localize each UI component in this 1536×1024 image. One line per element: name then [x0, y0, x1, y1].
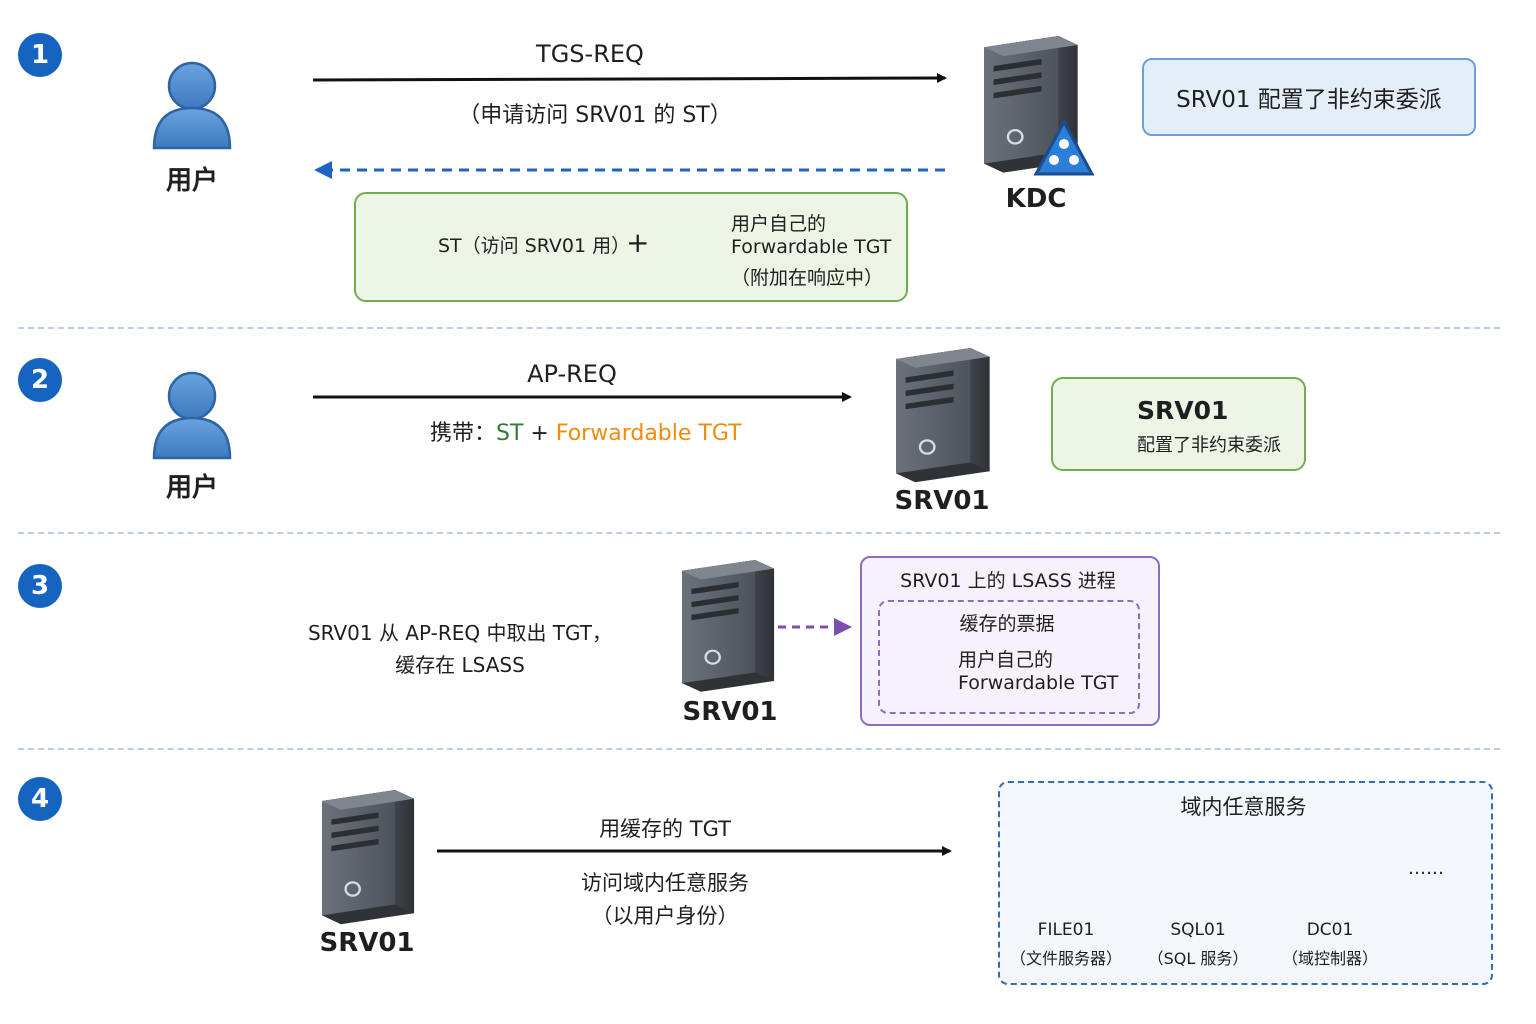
tgt-label-line3: （附加在响应中） [731, 267, 884, 289]
tgt-label-line2: Forwardable TGT [731, 236, 892, 258]
tgs-req-sub: （申请访问 SRV01 的 ST） [458, 103, 732, 128]
step-badge-2: 2 [18, 358, 62, 402]
step-badge-3: 3 [18, 564, 62, 608]
srv01-note-box [1051, 377, 1306, 471]
tgs-rep-content-box [354, 192, 908, 302]
user-label: 用户 [165, 166, 218, 196]
triangle-network-icon [1033, 118, 1095, 176]
service-desc: （文件服务器） [1009, 949, 1122, 968]
domain-services-title: 域内任意服务 [1180, 795, 1307, 819]
step3-desc-line2: 缓存在 LSASS [395, 653, 525, 677]
carry-prefix: 携带： [430, 421, 497, 446]
service-name: DC01 [1306, 920, 1354, 940]
domain-services-box [998, 781, 1493, 985]
divider [18, 327, 1500, 329]
step-badge-4: 4 [18, 777, 62, 821]
divider [18, 532, 1500, 534]
tgs-req-label: TGS-REQ [536, 40, 644, 68]
user-icon [152, 61, 232, 150]
srv01-label: SRV01 [682, 697, 778, 727]
lsass-title: SRV01 上的 LSASS 进程 [900, 570, 1116, 592]
cache-tgt-line2: Forwardable TGT [958, 672, 1119, 694]
cache-tgt-line1: 用户自己的 [958, 649, 1054, 671]
cache-arrowhead [834, 618, 852, 636]
tgt-label-line1: 用户自己的 [731, 213, 827, 235]
srv01-label: SRV01 [894, 486, 990, 516]
divider [18, 748, 1500, 750]
service-desc: （SQL 服务） [1147, 949, 1249, 968]
carry-tgt: Forwardable TGT [555, 421, 742, 446]
srv01-note-title: SRV01 [1137, 396, 1229, 425]
st-label: ST（访问 SRV01 用） [438, 235, 631, 257]
service-name: SQL01 [1170, 920, 1226, 940]
user-icon [152, 371, 232, 460]
carry-text: 携带：ST + Forwardable TGT [430, 415, 742, 447]
server-icon [894, 346, 991, 484]
access-arrow-sub2: （以用户身份） [591, 904, 739, 928]
srv01-note-sub: 配置了非约束委派 [1137, 435, 1281, 456]
tgs-rep-arrowhead [314, 161, 332, 179]
step-badge-1: 1 [18, 33, 62, 77]
step3-desc-line1: SRV01 从 AP-REQ 中取出 TGT， [307, 621, 613, 645]
srv01-label: SRV01 [319, 928, 415, 958]
carry-plus: + [523, 421, 556, 446]
plus-sign: + [626, 226, 650, 259]
tgs-req-arrow [312, 73, 947, 84]
server-icon [680, 558, 776, 693]
user-label: 用户 [165, 473, 218, 503]
service-desc: （域控制器） [1281, 949, 1378, 968]
lsass-process-box [860, 556, 1160, 726]
carry-st: ST [496, 421, 524, 446]
access-arrow-label: 用缓存的 TGT [599, 817, 731, 841]
unconstrained-delegation-note: SRV01 配置了非约束委派 [1142, 58, 1476, 136]
kdc-label: KDC [1005, 184, 1067, 214]
service-name: FILE01 [1037, 920, 1095, 940]
cache-title: 缓存的票据 [959, 613, 1055, 635]
server-icon [320, 788, 416, 926]
cached-tickets-box [878, 600, 1140, 714]
more-services-ellipsis: …… [1408, 858, 1444, 879]
ap-req-label: AP-REQ [527, 360, 617, 388]
access-arrow-sub1: 访问域内任意服务 [581, 871, 749, 895]
